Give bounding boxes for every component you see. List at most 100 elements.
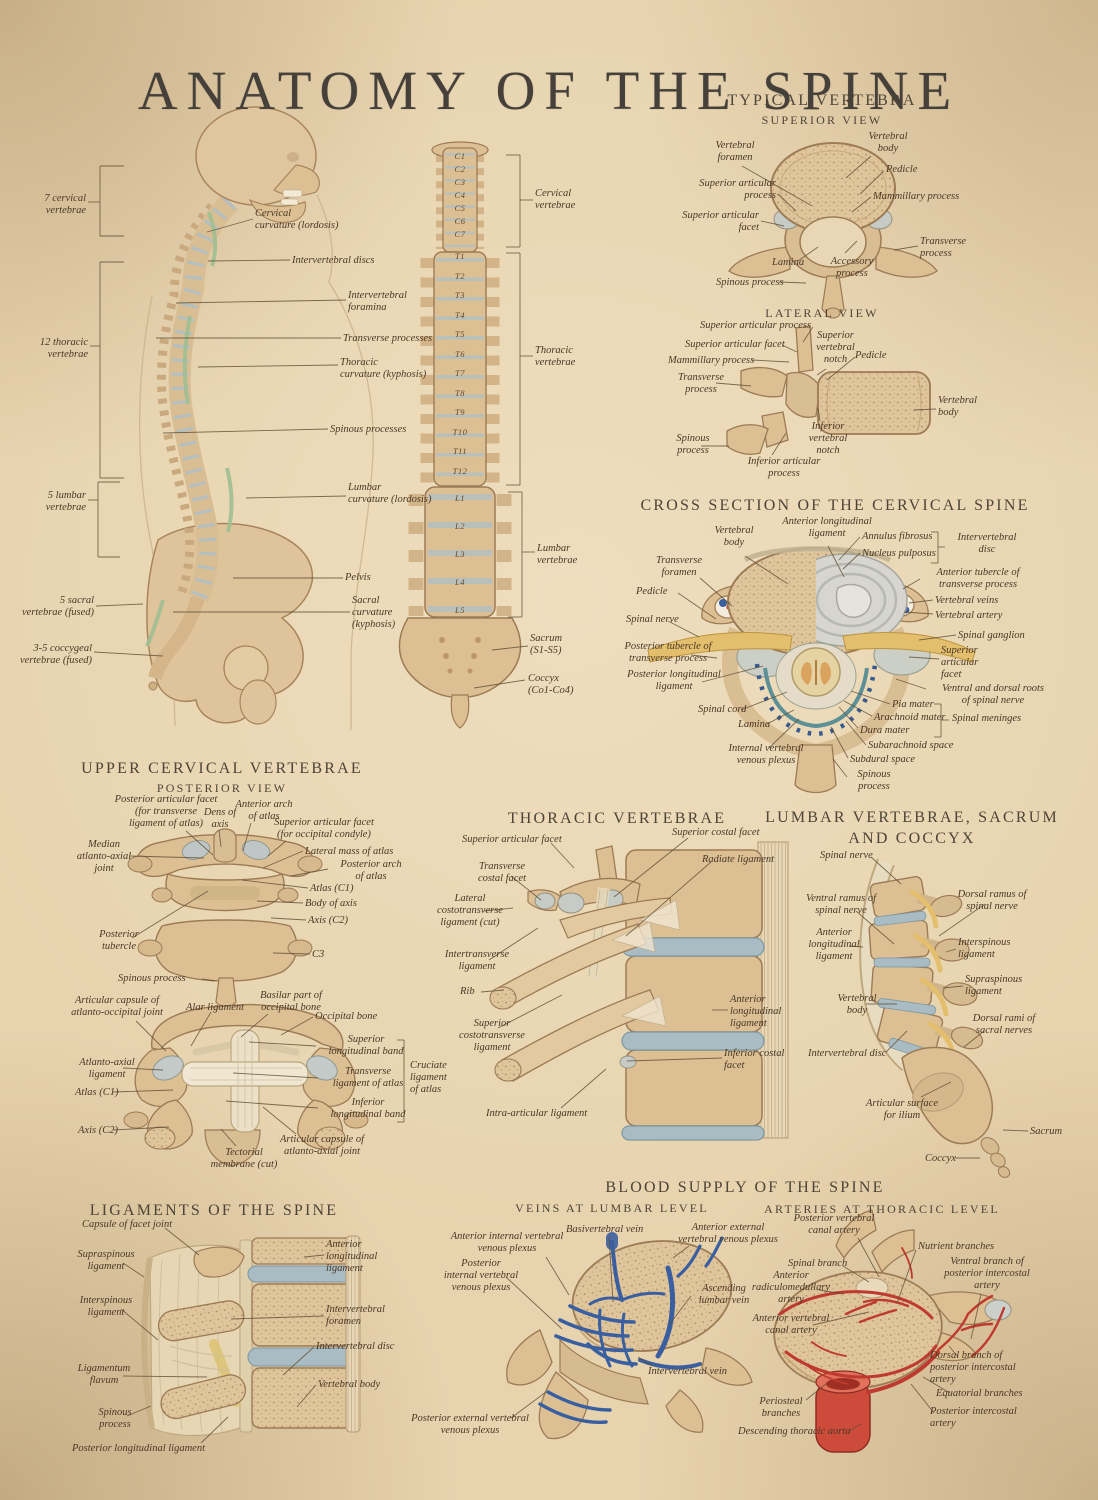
anatomy-label: Dorsal rami of sacral nerves (972, 1013, 1036, 1036)
anatomy-label: Pedicle (636, 586, 668, 597)
anatomy-label: Subarachnoid space (868, 740, 954, 751)
anatomy-label: Nutrient branches (918, 1241, 995, 1252)
anatomy-label: Spinous process (857, 769, 891, 792)
anatomy-label: Anterior external vertebral venous plexu… (678, 1222, 778, 1245)
anatomy-label: Inferior costal facet (724, 1048, 785, 1071)
anatomy-label: Intertransverse ligament (444, 949, 510, 972)
anatomy-label: Transverse processes (343, 333, 433, 344)
anatomy-label: Dorsal branch of posterior intercostal a… (930, 1350, 1016, 1385)
anatomy-label: T7 (455, 368, 465, 378)
ligaments-of-the-spine-heading: LIGAMENTS OF THE SPINE (89, 1202, 339, 1219)
anatomy-label: Supraspinous ligament (77, 1249, 135, 1272)
anatomy-label: Rib (460, 986, 475, 997)
anatomy-label: Transverse foramen (655, 555, 703, 578)
anatomy-label: Anterior longitudinal ligament (782, 516, 872, 539)
anatomy-label: T12 (452, 466, 468, 476)
anatomy-label: Periosteal branches (759, 1396, 803, 1419)
anatomy-label: Basilar part of occipital bone (260, 990, 322, 1013)
anatomy-label: Mammillary process (668, 355, 755, 366)
anatomy-label: Superior articular facet (for occipital … (274, 817, 374, 840)
anatomy-label: Axis (C2) (308, 915, 348, 926)
anatomy-label: Cervical curvature (lordosis) (255, 208, 339, 231)
anatomy-label: Body of axis (305, 898, 357, 909)
anatomy-label: Vertebral artery (935, 610, 1003, 621)
anatomy-label: Vertebral foramen (715, 140, 755, 163)
anatomy-label: 5 sacral vertebrae (fused) (21, 595, 94, 618)
anatomy-label: Transverse process (677, 372, 725, 395)
anatomy-label: Posterior vertebral canal artery (793, 1213, 875, 1236)
anatomy-label: Dorsal ramus of spinal nerve (957, 889, 1027, 912)
anatomy-label: T5 (455, 329, 465, 339)
anatomy-label: Superior articular process (700, 320, 812, 331)
anatomy-label: Anterior longitudinal ligament (326, 1239, 378, 1274)
anatomy-label: Inferior vertebral notch (808, 421, 848, 456)
lumbar-sacrum-coccyx-heading: AND COCCYX (848, 830, 976, 847)
anatomy-label: Lumbar vertebrae (537, 543, 578, 566)
anatomy-label: C7 (454, 229, 466, 239)
anatomy-label: Superior articular facet (682, 210, 759, 233)
anatomy-label: Lumbar curvature (lordosis) (348, 482, 432, 505)
anatomy-label: C3 (454, 177, 466, 187)
anatomy-label: C2 (454, 164, 466, 174)
cross-section-cervical-heading: CROSS SECTION OF THE CERVICAL SPINE (640, 497, 1030, 514)
anatomy-label: Cruciate ligament of atlas (410, 1060, 447, 1095)
anatomy-label: Anterior arch of atlas (235, 799, 293, 822)
lumbar-sacrum-coccyx-heading: LUMBAR VERTEBRAE, SACRUM (765, 809, 1059, 826)
anatomy-label: Superior articular facet (941, 645, 979, 680)
anatomy-label: Superior longitudinal band (328, 1034, 404, 1057)
anatomy-label: Descending thoracic aorta (738, 1426, 851, 1437)
anatomy-label: Equatorial branches (936, 1388, 1023, 1399)
anatomy-label: Vertebral body (714, 525, 754, 548)
anatomy-label: Ligamentum flavum (77, 1363, 131, 1386)
anatomy-label: Dens of axis (203, 807, 237, 830)
anatomy-label: Atlas (C1) (75, 1087, 119, 1098)
anatomy-label: Anterior internal vertebral venous plexu… (450, 1231, 564, 1254)
anatomy-label: T3 (455, 290, 465, 300)
anatomy-label: L3 (455, 549, 465, 559)
anatomy-label: Spinous process (98, 1407, 132, 1430)
anatomy-label: Arachnoid mater (874, 712, 946, 723)
anatomy-label: Transverse ligament of atlas (332, 1066, 404, 1089)
anatomy-label: Intervertebral disc (957, 532, 1017, 555)
anatomy-label: L2 (455, 521, 465, 531)
poster-title: ANATOMY OF THE SPINE (137, 59, 961, 121)
anatomy-label: Nucleus pulposus (862, 548, 936, 559)
anatomy-label: Posterior internal vertebral venous plex… (443, 1258, 519, 1293)
typical-vertebra-superior-heading: SUPERIOR VIEW (761, 113, 883, 127)
anatomy-label: Spinous process (118, 973, 186, 984)
anatomy-label: T2 (455, 271, 465, 281)
anatomy-label: Coccyx (925, 1153, 956, 1164)
anatomy-label: Posterior longitudinal ligament (627, 669, 721, 692)
anatomy-label: Interspinous ligament (79, 1295, 133, 1318)
anatomy-label: Annulus fibrosus (862, 531, 933, 542)
anatomy-label: Vertebral body (318, 1379, 381, 1390)
anatomy-label: Pedicle (886, 164, 918, 175)
anatomy-label: L5 (455, 605, 465, 615)
anatomy-label: Spinal ganglion (958, 630, 1025, 641)
anatomy-label: Capsule of facet joint (82, 1219, 173, 1230)
lateral-skeleton-illustration (138, 106, 374, 730)
anatomy-label: Basivertebral vein (566, 1224, 644, 1235)
anatomy-label: Anterior longitudinal ligament (730, 994, 782, 1029)
anatomy-label: Lamina (772, 257, 805, 268)
anatomy-label: Thoracic curvature (kyphosis) (340, 357, 427, 380)
anatomy-label: Spinal nerve (626, 614, 679, 625)
anatomy-label: Inferior articular process (747, 456, 821, 479)
anatomy-label: Anterior radiculomedullary artery (751, 1270, 831, 1305)
anatomy-label: Intervertebral disc (808, 1048, 887, 1059)
anatomy-label: Posterior tubercle of transverse process (624, 641, 712, 664)
anatomy-label: Pedicle (855, 350, 887, 361)
anatomy-label: Spinous process (676, 433, 710, 456)
anatomy-label: Articular surface for ilium (865, 1098, 939, 1121)
anatomy-label: C4 (454, 190, 466, 200)
anatomy-label: T1 (455, 251, 465, 261)
anatomy-label: Atlanto-axial ligament (79, 1057, 135, 1080)
anatomy-label: Lateral costotransverse ligament (cut) (437, 893, 503, 928)
typical-vertebra-lateral-heading: LATERAL VIEW (765, 306, 879, 320)
anatomy-label: Median atlanto-axial joint (76, 839, 132, 874)
anatomy-label: Spinal cord (698, 704, 747, 715)
anatomy-label: Axis (C2) (78, 1125, 118, 1136)
blood-supply-heading: BLOOD SUPPLY OF THE SPINE (605, 1179, 885, 1196)
anatomy-label: L4 (455, 577, 465, 587)
